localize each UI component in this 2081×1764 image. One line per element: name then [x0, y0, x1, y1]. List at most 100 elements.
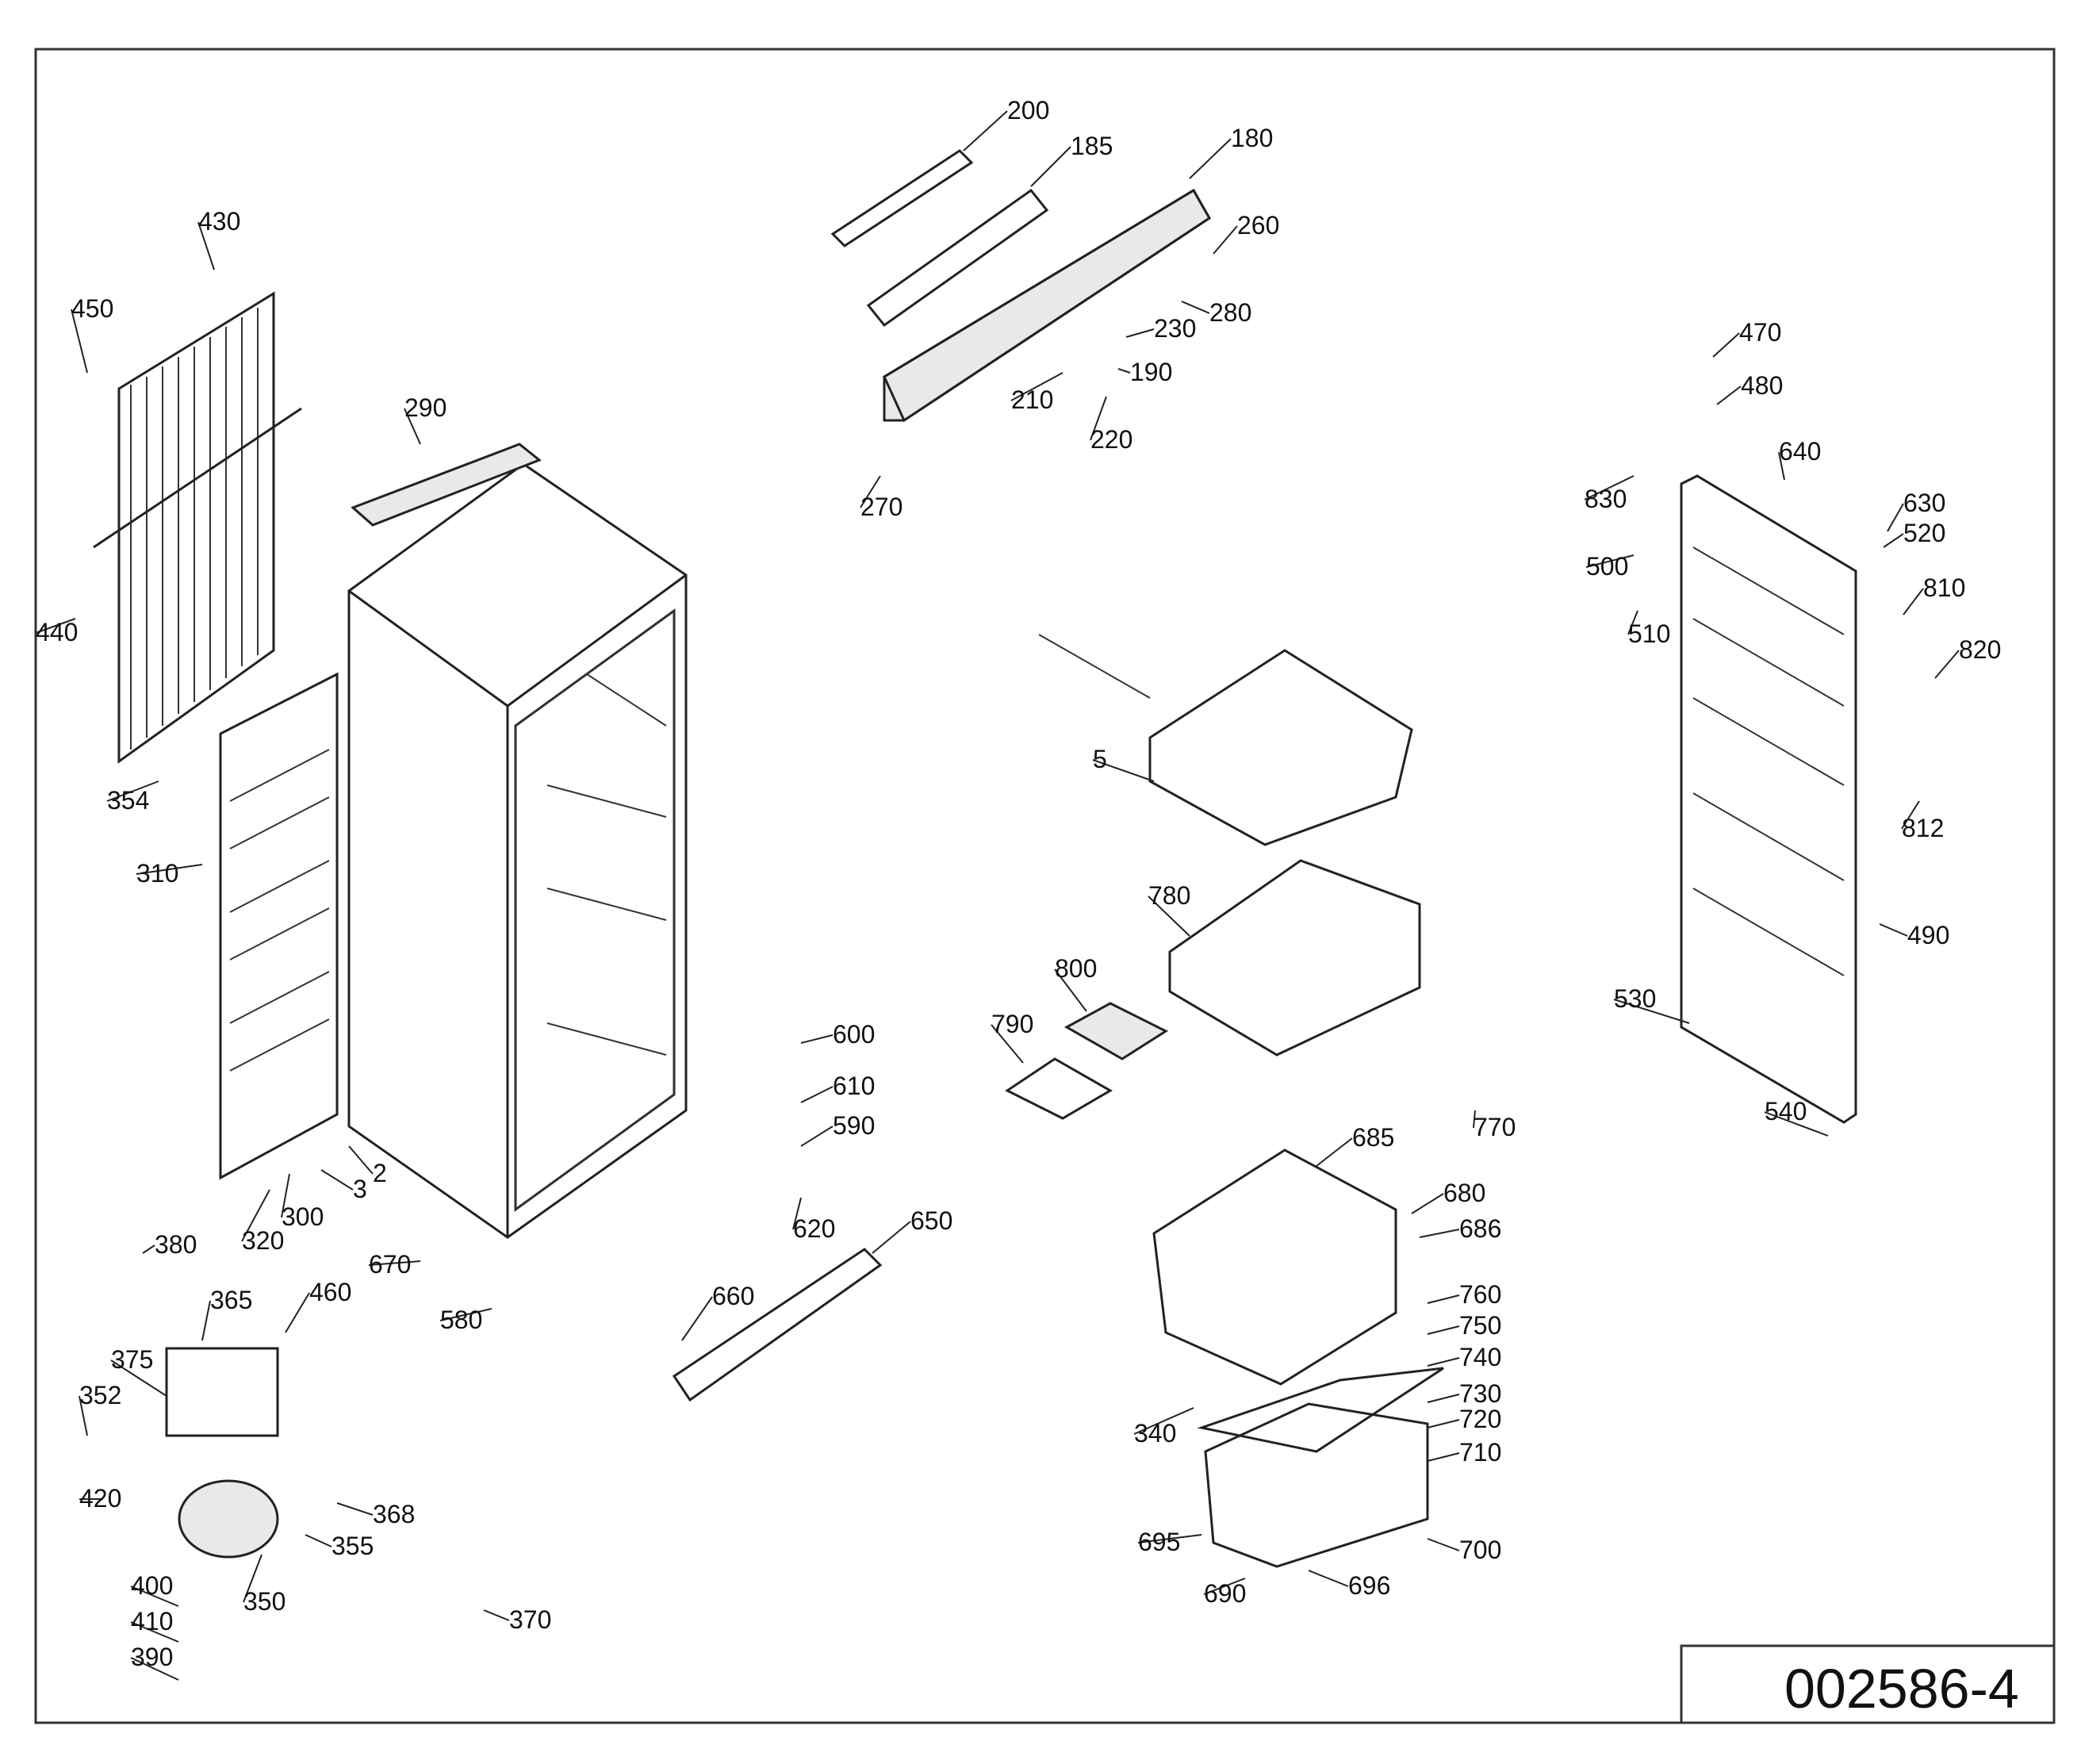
part-callout-200: 200 — [1007, 96, 1049, 125]
part-callout-830: 830 — [1585, 485, 1627, 513]
ice-cube-tray — [1005, 1002, 1169, 1120]
leader-line-180 — [1189, 138, 1232, 179]
leader-line-220 — [1090, 396, 1107, 441]
part-callout-700: 700 — [1459, 1536, 1501, 1564]
part-callout-740: 740 — [1459, 1343, 1501, 1371]
leader-line-490 — [1879, 923, 1908, 937]
leader-line-460 — [285, 1292, 310, 1333]
leader-line-450 — [71, 309, 88, 374]
leader-line-695 — [1137, 1534, 1202, 1544]
leader-line-812 — [1901, 800, 1920, 830]
control-panel-assembly — [830, 149, 1211, 423]
leader-line-640 — [1778, 451, 1785, 481]
part-callout-354: 354 — [107, 786, 149, 815]
part-callout-220: 220 — [1090, 425, 1132, 454]
part-callout-730: 730 — [1459, 1379, 1501, 1408]
kick-plate — [672, 1248, 883, 1402]
leader-line-370 — [483, 1609, 510, 1621]
leader-line-2 — [348, 1145, 374, 1175]
leader-line-352 — [79, 1395, 88, 1436]
part-callout-470: 470 — [1739, 318, 1781, 347]
leader-line-3 — [320, 1169, 354, 1191]
freezer-door — [1680, 474, 1857, 1124]
part-callout-760: 760 — [1459, 1280, 1501, 1309]
part-callout-640: 640 — [1779, 437, 1821, 466]
diagram-frame — [34, 48, 2056, 1724]
leader-line-210 — [1010, 372, 1063, 401]
leader-line-690 — [1203, 1578, 1246, 1595]
leader-line-730 — [1427, 1394, 1460, 1403]
ice-tray-assembly — [1038, 634, 1413, 846]
part-callout-660: 660 — [712, 1282, 754, 1310]
leader-line-510 — [1627, 610, 1638, 635]
part-callout-350: 350 — [243, 1587, 286, 1616]
part-callout-810: 810 — [1923, 573, 1965, 602]
leader-line-260 — [1213, 225, 1238, 255]
title-block — [1680, 1644, 2056, 1724]
part-callout-410: 410 — [131, 1607, 173, 1636]
part-callout-270: 270 — [860, 493, 903, 521]
leader-line-350 — [243, 1554, 263, 1603]
part-callout-540: 540 — [1765, 1097, 1807, 1126]
leader-line-470 — [1712, 332, 1740, 358]
part-callout-380: 380 — [155, 1230, 197, 1259]
leader-line-710 — [1427, 1452, 1460, 1462]
part-callout-770: 770 — [1474, 1113, 1516, 1141]
part-callout-685: 685 — [1352, 1123, 1394, 1152]
part-callout-695: 695 — [1138, 1528, 1180, 1556]
part-callout-812: 812 — [1902, 814, 1944, 842]
part-callout-290: 290 — [404, 393, 446, 422]
leader-line-600 — [800, 1034, 834, 1044]
leader-line-686 — [1419, 1229, 1460, 1238]
leader-line-430 — [197, 221, 215, 270]
upper-drawer — [1168, 859, 1421, 1056]
leader-line-810 — [1903, 588, 1924, 615]
leader-line-410 — [130, 1621, 179, 1643]
part-callout-500: 500 — [1586, 552, 1628, 581]
part-callout-185: 185 — [1071, 132, 1113, 160]
leader-line-280 — [1181, 301, 1210, 314]
leader-line-290 — [404, 408, 421, 445]
leader-line-680 — [1411, 1193, 1444, 1214]
part-callout-720: 720 — [1459, 1405, 1501, 1433]
leader-line-320 — [241, 1189, 270, 1242]
part-callout-686: 686 — [1459, 1214, 1501, 1243]
part-callout-690: 690 — [1204, 1579, 1246, 1608]
part-callout-520: 520 — [1903, 519, 1945, 547]
part-callout-365: 365 — [210, 1286, 252, 1314]
part-callout-620: 620 — [793, 1214, 835, 1243]
leader-line-520 — [1883, 533, 1904, 548]
leader-line-580 — [439, 1308, 492, 1321]
leader-line-685 — [1316, 1137, 1353, 1167]
part-callout-5: 5 — [1093, 745, 1107, 773]
leader-line-200 — [963, 110, 1008, 151]
part-callout-400: 400 — [131, 1571, 173, 1600]
leader-line-740 — [1427, 1357, 1460, 1367]
leader-line-800 — [1054, 968, 1087, 1012]
part-callout-355: 355 — [332, 1532, 374, 1560]
part-callout-450: 450 — [71, 294, 113, 323]
part-callout-480: 480 — [1741, 371, 1783, 400]
part-callout-3: 3 — [353, 1175, 367, 1203]
part-callout-375: 375 — [111, 1345, 153, 1374]
leader-line-365 — [201, 1300, 211, 1341]
part-callout-820: 820 — [1959, 635, 2001, 664]
lower-drawer — [1152, 1149, 1444, 1568]
leader-line-300 — [281, 1173, 290, 1218]
part-callout-352: 352 — [79, 1381, 121, 1409]
top-grille — [351, 443, 542, 527]
leader-line-530 — [1613, 999, 1690, 1024]
leader-line-354 — [106, 780, 159, 802]
leader-line-830 — [1584, 475, 1635, 500]
part-callout-420: 420 — [79, 1484, 121, 1513]
part-callout-490: 490 — [1907, 921, 1949, 949]
part-callout-696: 696 — [1348, 1571, 1390, 1600]
part-callout-510: 510 — [1628, 619, 1670, 648]
part-callout-530: 530 — [1614, 984, 1656, 1013]
part-callout-390: 390 — [131, 1643, 173, 1671]
part-callout-340: 340 — [1134, 1419, 1176, 1448]
part-callout-320: 320 — [242, 1226, 284, 1255]
leader-line-750 — [1427, 1325, 1460, 1335]
